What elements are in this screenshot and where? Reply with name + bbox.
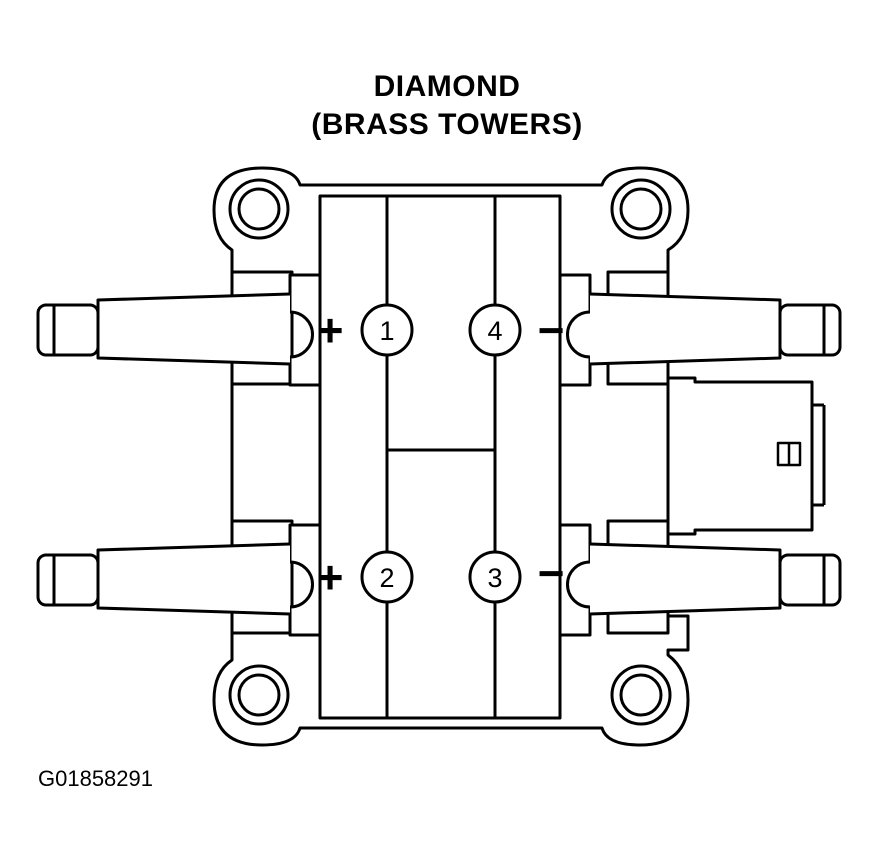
collar-upper-right — [558, 273, 592, 387]
tower-lower-left — [36, 542, 291, 616]
terminal-number-3: 3 — [487, 563, 502, 593]
diagram-title: DIAMOND — [373, 70, 521, 103]
terminal-4: 4 — [468, 303, 522, 357]
terminal-number-1: 1 — [379, 316, 394, 346]
polarity-sign-4: − — [538, 304, 565, 356]
collar-upper-left — [288, 273, 322, 387]
polarity-sign-3: − — [538, 547, 565, 599]
polarity-sign-2: + — [317, 551, 344, 603]
terminal-3: 3 — [468, 550, 522, 604]
terminal-1: 1 — [360, 303, 414, 357]
coil-housing — [212, 166, 690, 747]
tower-upper-left — [36, 292, 291, 366]
terminal-2: 2 — [360, 550, 414, 604]
mounting-hole-top-left — [228, 178, 290, 240]
terminal-number-4: 4 — [487, 316, 502, 346]
figure-id: G01858291 — [38, 766, 153, 791]
electrical-connector — [668, 376, 826, 536]
tower-lower-right — [589, 542, 842, 616]
mounting-hole-bottom-left — [228, 664, 290, 726]
terminal-number-2: 2 — [379, 563, 394, 593]
tower-block — [318, 194, 562, 720]
diagram-subtitle: (BRASS TOWERS) — [311, 108, 583, 141]
polarity-sign-1: + — [317, 304, 344, 356]
collar-lower-left — [288, 523, 322, 637]
mounting-hole-bottom-right — [610, 664, 672, 726]
mounting-hole-top-right — [610, 178, 672, 240]
tower-upper-right — [589, 292, 842, 366]
collar-lower-right — [558, 523, 592, 637]
